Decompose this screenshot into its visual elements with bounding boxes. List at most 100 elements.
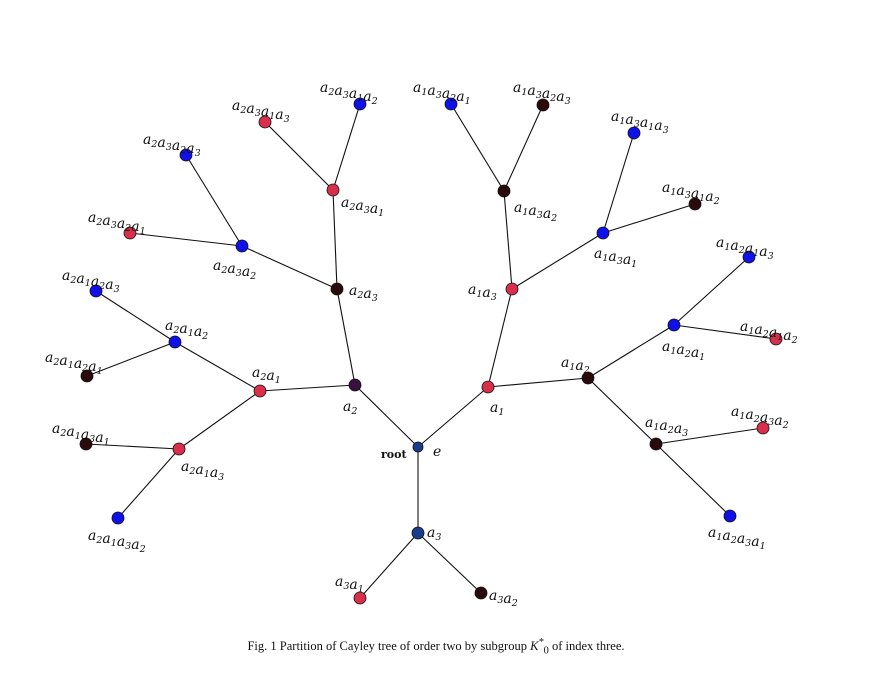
edge-a1a3-a1a3a2 <box>503 190 513 290</box>
label-e: e <box>433 444 441 460</box>
label-a1a3a1a2: a1a3a1a2 <box>662 180 720 207</box>
label-a2a1a3a1: a2a1a3a1 <box>52 421 110 448</box>
label-a3: a3 <box>427 525 441 543</box>
label-a2a1a2a1: a2a1a2a1 <box>45 350 103 377</box>
node-a1a2a3 <box>649 437 663 451</box>
edge-a2a1a3-a2a1a3a2 <box>117 448 180 519</box>
edge-a2a3a2-a2a3a2a3 <box>185 154 243 247</box>
label-a1a2a1: a1a2a1 <box>662 339 705 363</box>
edge-a1a3a1-a1a3a1a2 <box>602 203 696 234</box>
label-a2a1a2a3: a2a1a2a3 <box>62 268 120 295</box>
label-a2a1a3a2: a2a1a3a2 <box>88 528 146 555</box>
node-a1a2a3a1 <box>723 509 737 523</box>
node-a1a3a2a3 <box>536 98 550 112</box>
edge-a2a1a2-a2a1a2a1 <box>86 341 176 377</box>
edge-a2a1a2-a2a1a2a3 <box>95 290 176 343</box>
caption-symbol: K <box>530 639 539 654</box>
node-e <box>412 441 424 453</box>
figure-caption: Fig. 1 Partition of Cayley tree of order… <box>0 637 872 657</box>
caption-suffix: of index three. <box>548 639 625 654</box>
edge-a2a3a2-a2a3a2a1 <box>129 232 243 247</box>
label-a1a2: a1a2 <box>561 355 590 376</box>
label-a1a2a3a1: a1a2a3a1 <box>708 525 766 552</box>
edge-a1-a1a2 <box>487 377 589 388</box>
node-a2a1a3 <box>172 442 186 456</box>
node-a1a3a1a2 <box>688 197 702 211</box>
label-a3a2: a3a2 <box>489 588 518 609</box>
edge-a1a3-a1a3a1 <box>511 232 604 290</box>
caption-symbol-sup: * <box>538 637 544 648</box>
edge-a3-a3a2 <box>417 532 482 594</box>
edge-a1a3a2-a1a3a2a3 <box>503 104 544 192</box>
node-a2 <box>348 378 362 392</box>
edge-a1a2a3-a1a2a3a1 <box>655 443 731 517</box>
label-a2a3a2a3: a2a3a2a3 <box>143 132 201 159</box>
node-a2a3a1a3 <box>258 115 272 129</box>
node-a1a3a2a1 <box>444 97 458 111</box>
node-a1a3a2 <box>497 184 511 198</box>
node-a1a2a3a2 <box>756 421 770 435</box>
edge-a2a1-a2a1a2 <box>174 341 261 392</box>
edge-a2a3a1-a2a3a1a2 <box>332 103 361 191</box>
node-a1a3 <box>505 282 519 296</box>
edge-a2a3a1-a2a3a1a3 <box>264 121 334 191</box>
label-a1a3a2a3: a1a3a2a3 <box>513 80 571 107</box>
label-a1a2a1a2: a1a2a1a2 <box>740 319 798 346</box>
label-a2a1a2: a2a1a2 <box>165 318 208 342</box>
label-a2a3a1a2: a2a3a1a2 <box>320 80 378 107</box>
label-a2a1a3: a2a1a3 <box>181 459 224 483</box>
label-a1a2a3: a1a2a3 <box>645 415 688 439</box>
edge-a2a1a3-a2a1a3a1 <box>85 443 180 450</box>
label-a2a3a1: a2a3a1 <box>341 195 384 219</box>
edge-a1a2a1-a1a2a1a2 <box>673 324 777 340</box>
label-a2a3: a2a3 <box>349 283 378 304</box>
node-a3a2 <box>474 586 488 600</box>
edge-a2-a2a1 <box>259 384 356 392</box>
node-a2a3a1 <box>326 183 340 197</box>
node-a1a3a1a3 <box>627 126 641 140</box>
node-a1a2a1a2 <box>769 332 783 346</box>
node-a1 <box>481 380 495 394</box>
node-a2a1a3a2 <box>111 511 125 525</box>
edge-a1-a1a3 <box>487 288 513 388</box>
caption-prefix: Fig. 1 Partition of Cayley tree of order… <box>247 639 531 654</box>
node-a1a3a1 <box>596 226 610 240</box>
node-a2a3a2a1 <box>123 226 137 240</box>
node-a2a3a2 <box>235 239 249 253</box>
label-a2a3a2a1: a2a3a2a1 <box>88 210 146 237</box>
edge-e-a2 <box>354 384 419 448</box>
edge-a3-a3a1 <box>359 532 419 599</box>
edge-a1a3a1-a1a3a1a3 <box>602 132 635 234</box>
tree-edges <box>85 103 777 599</box>
label-a1a3a2a1: a1a3a2a1 <box>413 80 471 107</box>
label-a1a3: a1a3 <box>468 282 497 303</box>
node-a2a1 <box>253 384 267 398</box>
label-a2a3a1a3: a2a3a1a3 <box>232 98 290 125</box>
label-a1a2a3a2: a1a2a3a2 <box>731 404 789 431</box>
node-a2a1a2a3 <box>89 284 103 298</box>
tree-nodes <box>79 97 783 605</box>
node-a2a3a1a2 <box>353 97 367 111</box>
node-a2a1a2 <box>168 335 182 349</box>
node-a2a1a2a1 <box>80 369 94 383</box>
label-a1a2a1a3: a1a2a1a3 <box>716 235 774 262</box>
node-a3 <box>411 526 425 540</box>
label-a2a1: a2a1 <box>252 365 281 386</box>
label-a1a3a2: a1a3a2 <box>514 200 557 224</box>
label-a3a1: a3a1 <box>335 574 364 595</box>
edge-a2a1-a2a1a3 <box>178 390 261 450</box>
edge-a1a3a2-a1a3a2a1 <box>450 103 505 192</box>
edge-a1a2-a1a2a3 <box>587 377 657 445</box>
edge-a2-a2a3 <box>336 288 356 386</box>
edge-a1a2-a1a2a1 <box>587 324 675 379</box>
node-a1a2a1 <box>667 318 681 332</box>
node-a1a2a1a3 <box>742 250 756 264</box>
root-label: root <box>381 448 407 461</box>
edge-a2a3-a2a3a2 <box>241 245 338 290</box>
node-a1a2 <box>581 371 595 385</box>
edge-a1a2a1-a1a2a1a3 <box>673 256 750 326</box>
node-a2a3a2a3 <box>179 148 193 162</box>
label-a2a3a2: a2a3a2 <box>213 258 256 282</box>
node-a3a1 <box>353 591 367 605</box>
